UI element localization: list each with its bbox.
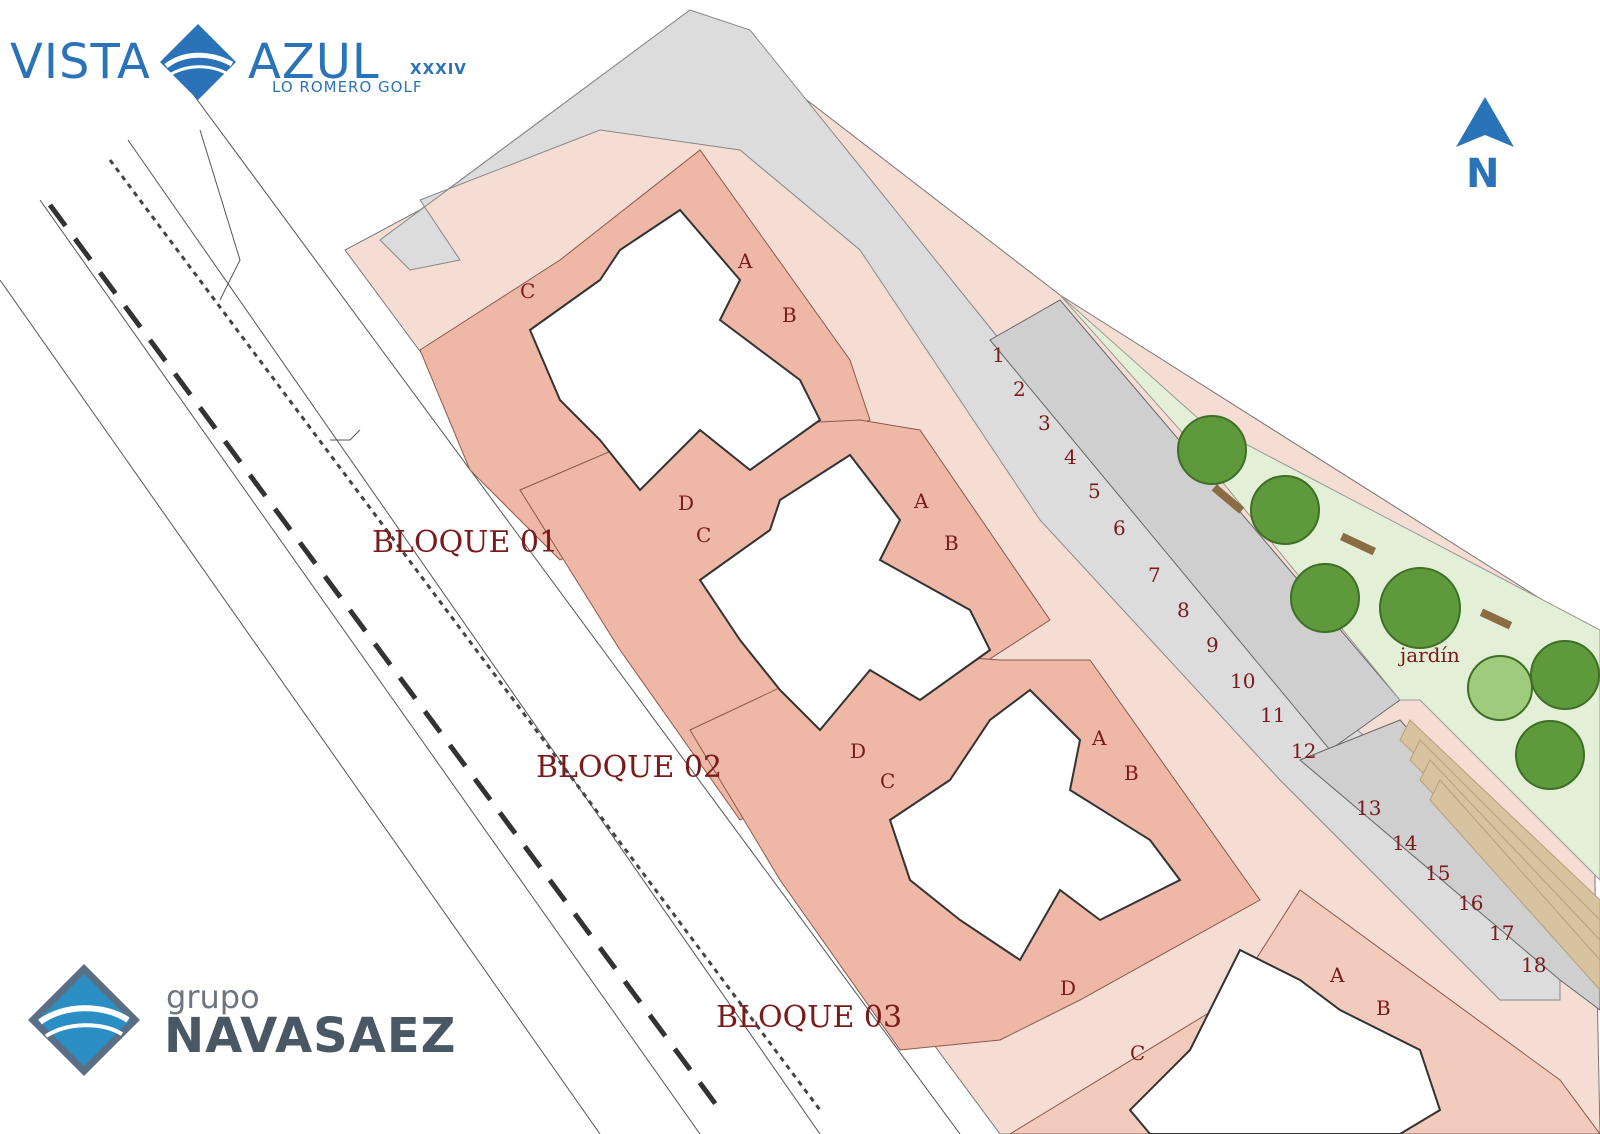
logo-azul-text: AZUL (248, 34, 380, 90)
block-01-building (528, 208, 822, 492)
parking-number: 4 (1064, 445, 1077, 469)
navasaez-logo-icon (28, 964, 140, 1076)
unit-letter: C (520, 279, 535, 303)
unit-letter: B (1376, 996, 1391, 1020)
unit-letter: C (696, 523, 711, 547)
grupo-text: grupo (166, 978, 260, 1016)
navasaez-text: NAVASAEZ (164, 1008, 457, 1064)
unit-letter: D (850, 739, 866, 763)
block-label-01: BLOQUE 01 (372, 525, 559, 560)
unit-letter: C (880, 769, 895, 793)
logo-wave-icon (160, 24, 236, 100)
north-arrow-icon (1456, 97, 1514, 147)
parking-number: 17 (1489, 921, 1514, 945)
block-label-03: BLOQUE 03 (716, 1000, 903, 1035)
garden-benches (1211, 484, 1513, 630)
unit-letter: B (782, 303, 797, 327)
parking-number: 1 (992, 343, 1005, 367)
parking-number: 3 (1038, 411, 1051, 435)
unit-letter: A (913, 489, 929, 513)
unit-letter: D (678, 491, 694, 515)
unit-letter: A (737, 249, 753, 273)
block-03-building (888, 688, 1182, 962)
parking-number: 11 (1260, 703, 1285, 727)
block-02-building (698, 453, 992, 732)
unit-letter: A (1329, 963, 1345, 987)
unit-letter: B (944, 531, 959, 555)
unit-letter: B (1124, 761, 1139, 785)
north-label: N (1466, 151, 1500, 197)
unit-letter: D (1060, 976, 1076, 1000)
logo-vista-text: VISTA (10, 34, 151, 90)
garden-steps (1399, 719, 1600, 991)
parking-number: 9 (1206, 633, 1219, 657)
logo-subtitle: LO ROMERO GOLF (272, 78, 423, 96)
block-label-02: BLOQUE 02 (536, 750, 723, 785)
parking-number: 13 (1356, 796, 1381, 820)
parking-number: 2 (1013, 377, 1026, 401)
parking-number: 7 (1148, 563, 1161, 587)
parking-number: 6 (1113, 516, 1126, 540)
vista-azul-logo: VISTA AZUL XXXIV LO ROMERO GOLF (10, 16, 466, 106)
unit-letter: A (1091, 726, 1107, 750)
parking-number: 14 (1392, 831, 1417, 855)
unit-letter: C (1130, 1041, 1145, 1065)
logo-edition: XXXIV (410, 60, 467, 78)
north-arrow: N (1450, 95, 1520, 197)
parking-number: 5 (1088, 479, 1101, 503)
block-04-building (1128, 948, 1442, 1134)
garden-trees (1177, 415, 1600, 790)
parking-number: 16 (1458, 891, 1483, 915)
parking-number: 12 (1291, 739, 1316, 763)
parking-number: 15 (1425, 861, 1450, 885)
parking-number: 10 (1230, 669, 1255, 693)
grupo-navasaez-logo: grupo NAVASAEZ (24, 960, 455, 1080)
garden-label: jardín (1398, 643, 1460, 667)
west-road (0, 89, 961, 1134)
parking-number: 8 (1177, 598, 1190, 622)
parking-number: 18 (1521, 953, 1546, 977)
